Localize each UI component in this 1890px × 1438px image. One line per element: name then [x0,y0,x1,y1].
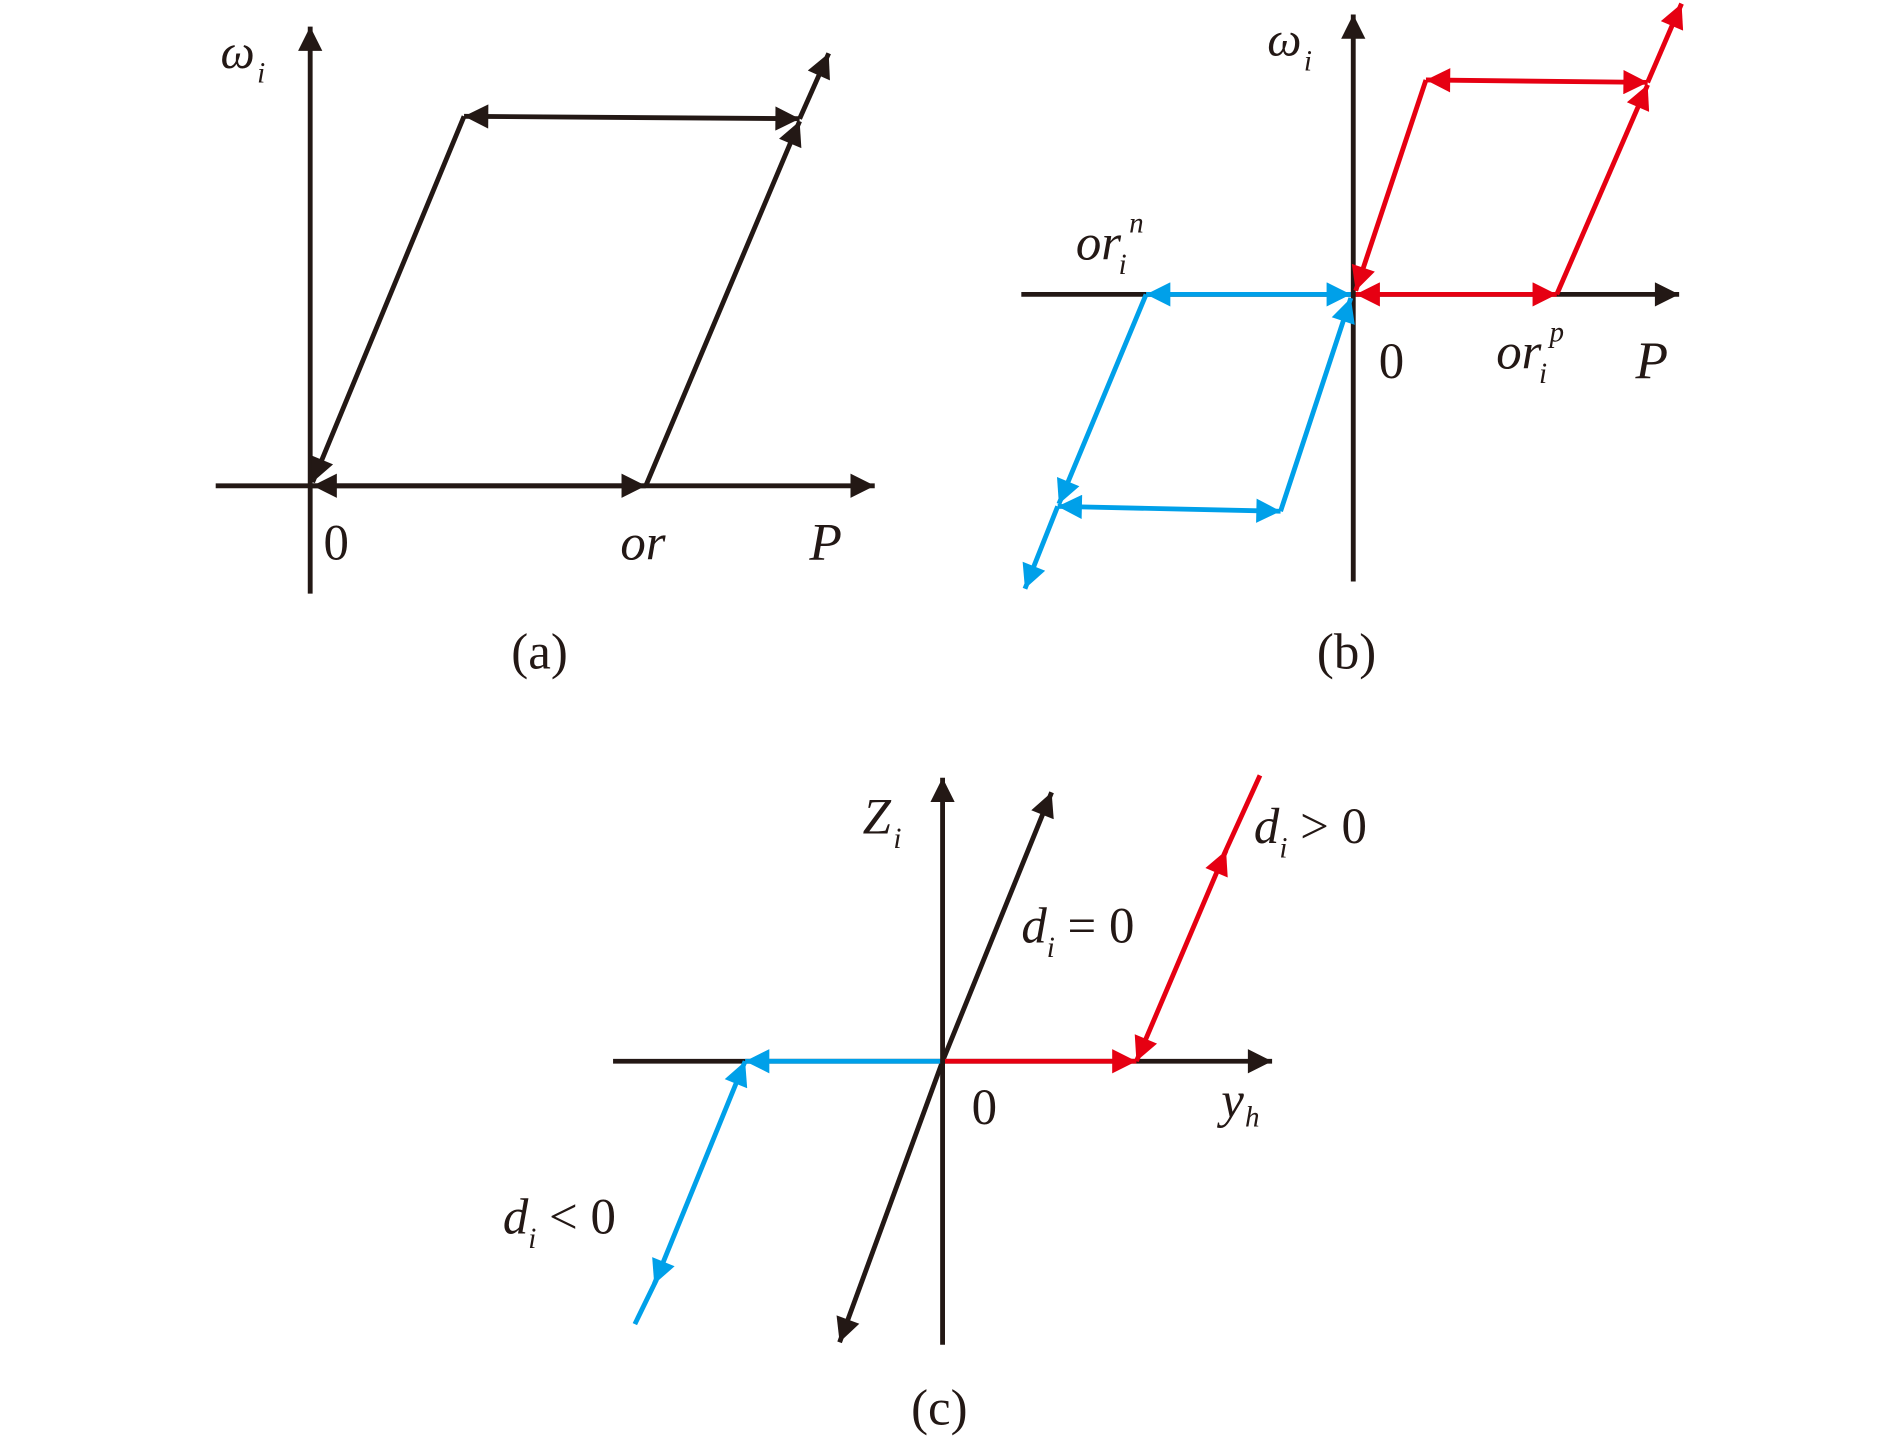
d-zero-line [940,791,1054,1063]
ascending-extension [797,52,831,120]
or-label: or [620,516,665,572]
red-ascending-branch [1554,83,1650,296]
blue-sloped-extension [632,1278,659,1326]
blue-ascending-branch [1278,297,1355,512]
blue-descending-extension [1022,505,1060,590]
top-double-arrow [464,104,800,131]
origin-label: 0 [972,1080,997,1136]
origin-label: 0 [1379,334,1404,390]
x-label: P [808,513,842,572]
caption-c: (c) [911,1381,967,1437]
d-positive-label: di > 0 [1254,799,1367,865]
red-top-double-arrow [1425,68,1648,95]
caption-a: (a) [511,625,567,681]
d-negative-label: di < 0 [503,1189,616,1255]
red-descending-branch [1351,79,1429,292]
caption-b: (b) [1317,625,1376,681]
orp-label: orip [1496,317,1564,390]
d-zero-label: di = 0 [1021,899,1134,965]
d-zero-line-lower [836,1060,945,1344]
ascending-branch [643,120,802,487]
blue-descending-branch [1056,293,1149,505]
yh-label: yh [1216,1073,1259,1134]
origin-label: 0 [324,516,349,572]
x-label: P [1635,331,1669,390]
blue-bottom-double-arrow [1057,494,1281,523]
red-sloped-extension [1221,774,1263,857]
descending-branch [310,115,467,484]
blue-sloped-double-arrow [652,1060,748,1286]
orn-label: orin [1076,208,1144,281]
red-ascending-extension [1645,2,1684,84]
red-sloped-double-arrow [1134,849,1229,1063]
